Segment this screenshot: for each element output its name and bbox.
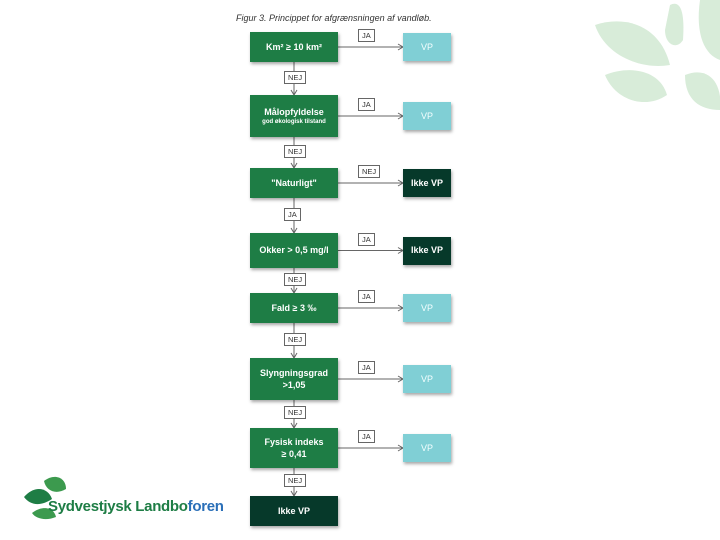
edge-label: JA	[358, 361, 375, 374]
leaf-shape	[605, 70, 667, 103]
leaf-shape	[32, 508, 56, 520]
leaf-shape	[44, 476, 66, 492]
figure-caption: Figur 3. Princippet for afgrænsningen af…	[236, 13, 432, 23]
edge-label: JA	[358, 232, 375, 246]
outcome-node: VP	[403, 33, 451, 61]
edge-label: NEJ	[284, 332, 307, 346]
leaf-shape	[24, 488, 52, 505]
edge-label: NEJ	[284, 474, 307, 487]
outcome-node: VP	[403, 434, 451, 462]
logo-text: Sydvestjysk Landboforen	[48, 498, 224, 515]
node-label: Målopfyldelse	[264, 106, 324, 117]
node-sublabel: god økologisk tilstand	[262, 119, 326, 126]
leaf-shape	[665, 3, 684, 46]
logo-mark-icon	[24, 476, 66, 520]
node-label: "Naturligt"	[271, 177, 317, 188]
edge-label: NEJ	[358, 165, 381, 178]
flow-node: Slyngningsgrad >1,05	[250, 358, 338, 400]
edge-label: JA	[358, 98, 375, 111]
edge-label: NEJ	[284, 70, 307, 84]
logo-text-part-b: foren	[187, 498, 224, 515]
edge-label: JA	[358, 29, 375, 42]
node-label: >1,05	[282, 380, 306, 390]
flow-node: Ikke VP	[250, 496, 338, 526]
node-label: Km² ≥ 10 km²	[266, 41, 322, 52]
flow-node: Fysisk indeks ≥ 0,41	[250, 428, 338, 468]
edge-label: NEJ	[284, 406, 307, 419]
leaf-shape	[595, 21, 670, 66]
outcome-node: Ikke VP	[403, 169, 451, 197]
outcome-node: VP	[403, 365, 451, 393]
node-label: Fald ≥ 3 ‰	[271, 302, 317, 313]
edge-label: JA	[284, 207, 301, 221]
flow-node: Fald ≥ 3 ‰	[250, 293, 338, 323]
leaf-shape	[698, 0, 720, 60]
outcome-node: Ikke VP	[403, 236, 451, 265]
flow-node: Okker > 0,5 mg/l	[250, 233, 338, 268]
edge-label: NEJ	[284, 272, 307, 286]
node-label: Okker > 0,5 mg/l	[259, 245, 329, 256]
leaf-decoration	[595, 0, 720, 110]
node-label: Fysisk indeks	[264, 436, 324, 447]
flow-node: Km² ≥ 10 km²	[250, 32, 338, 62]
node-label: ≥ 0,41	[281, 449, 307, 459]
edge-label: JA	[358, 430, 375, 443]
flow-node: "Naturligt"	[250, 168, 338, 198]
flow-node: Målopfyldelse god økologisk tilstand	[250, 95, 338, 137]
edge-label: NEJ	[284, 144, 307, 158]
outcome-node: VP	[403, 294, 451, 322]
logo-text-part-a: Sydvestjysk Landbo	[48, 498, 188, 515]
node-label: Ikke VP	[277, 505, 311, 516]
leaf-shape	[685, 72, 720, 110]
node-label: Slyngningsgrad	[259, 367, 328, 378]
outcome-node: VP	[403, 102, 451, 130]
edge-label: JA	[358, 290, 375, 303]
